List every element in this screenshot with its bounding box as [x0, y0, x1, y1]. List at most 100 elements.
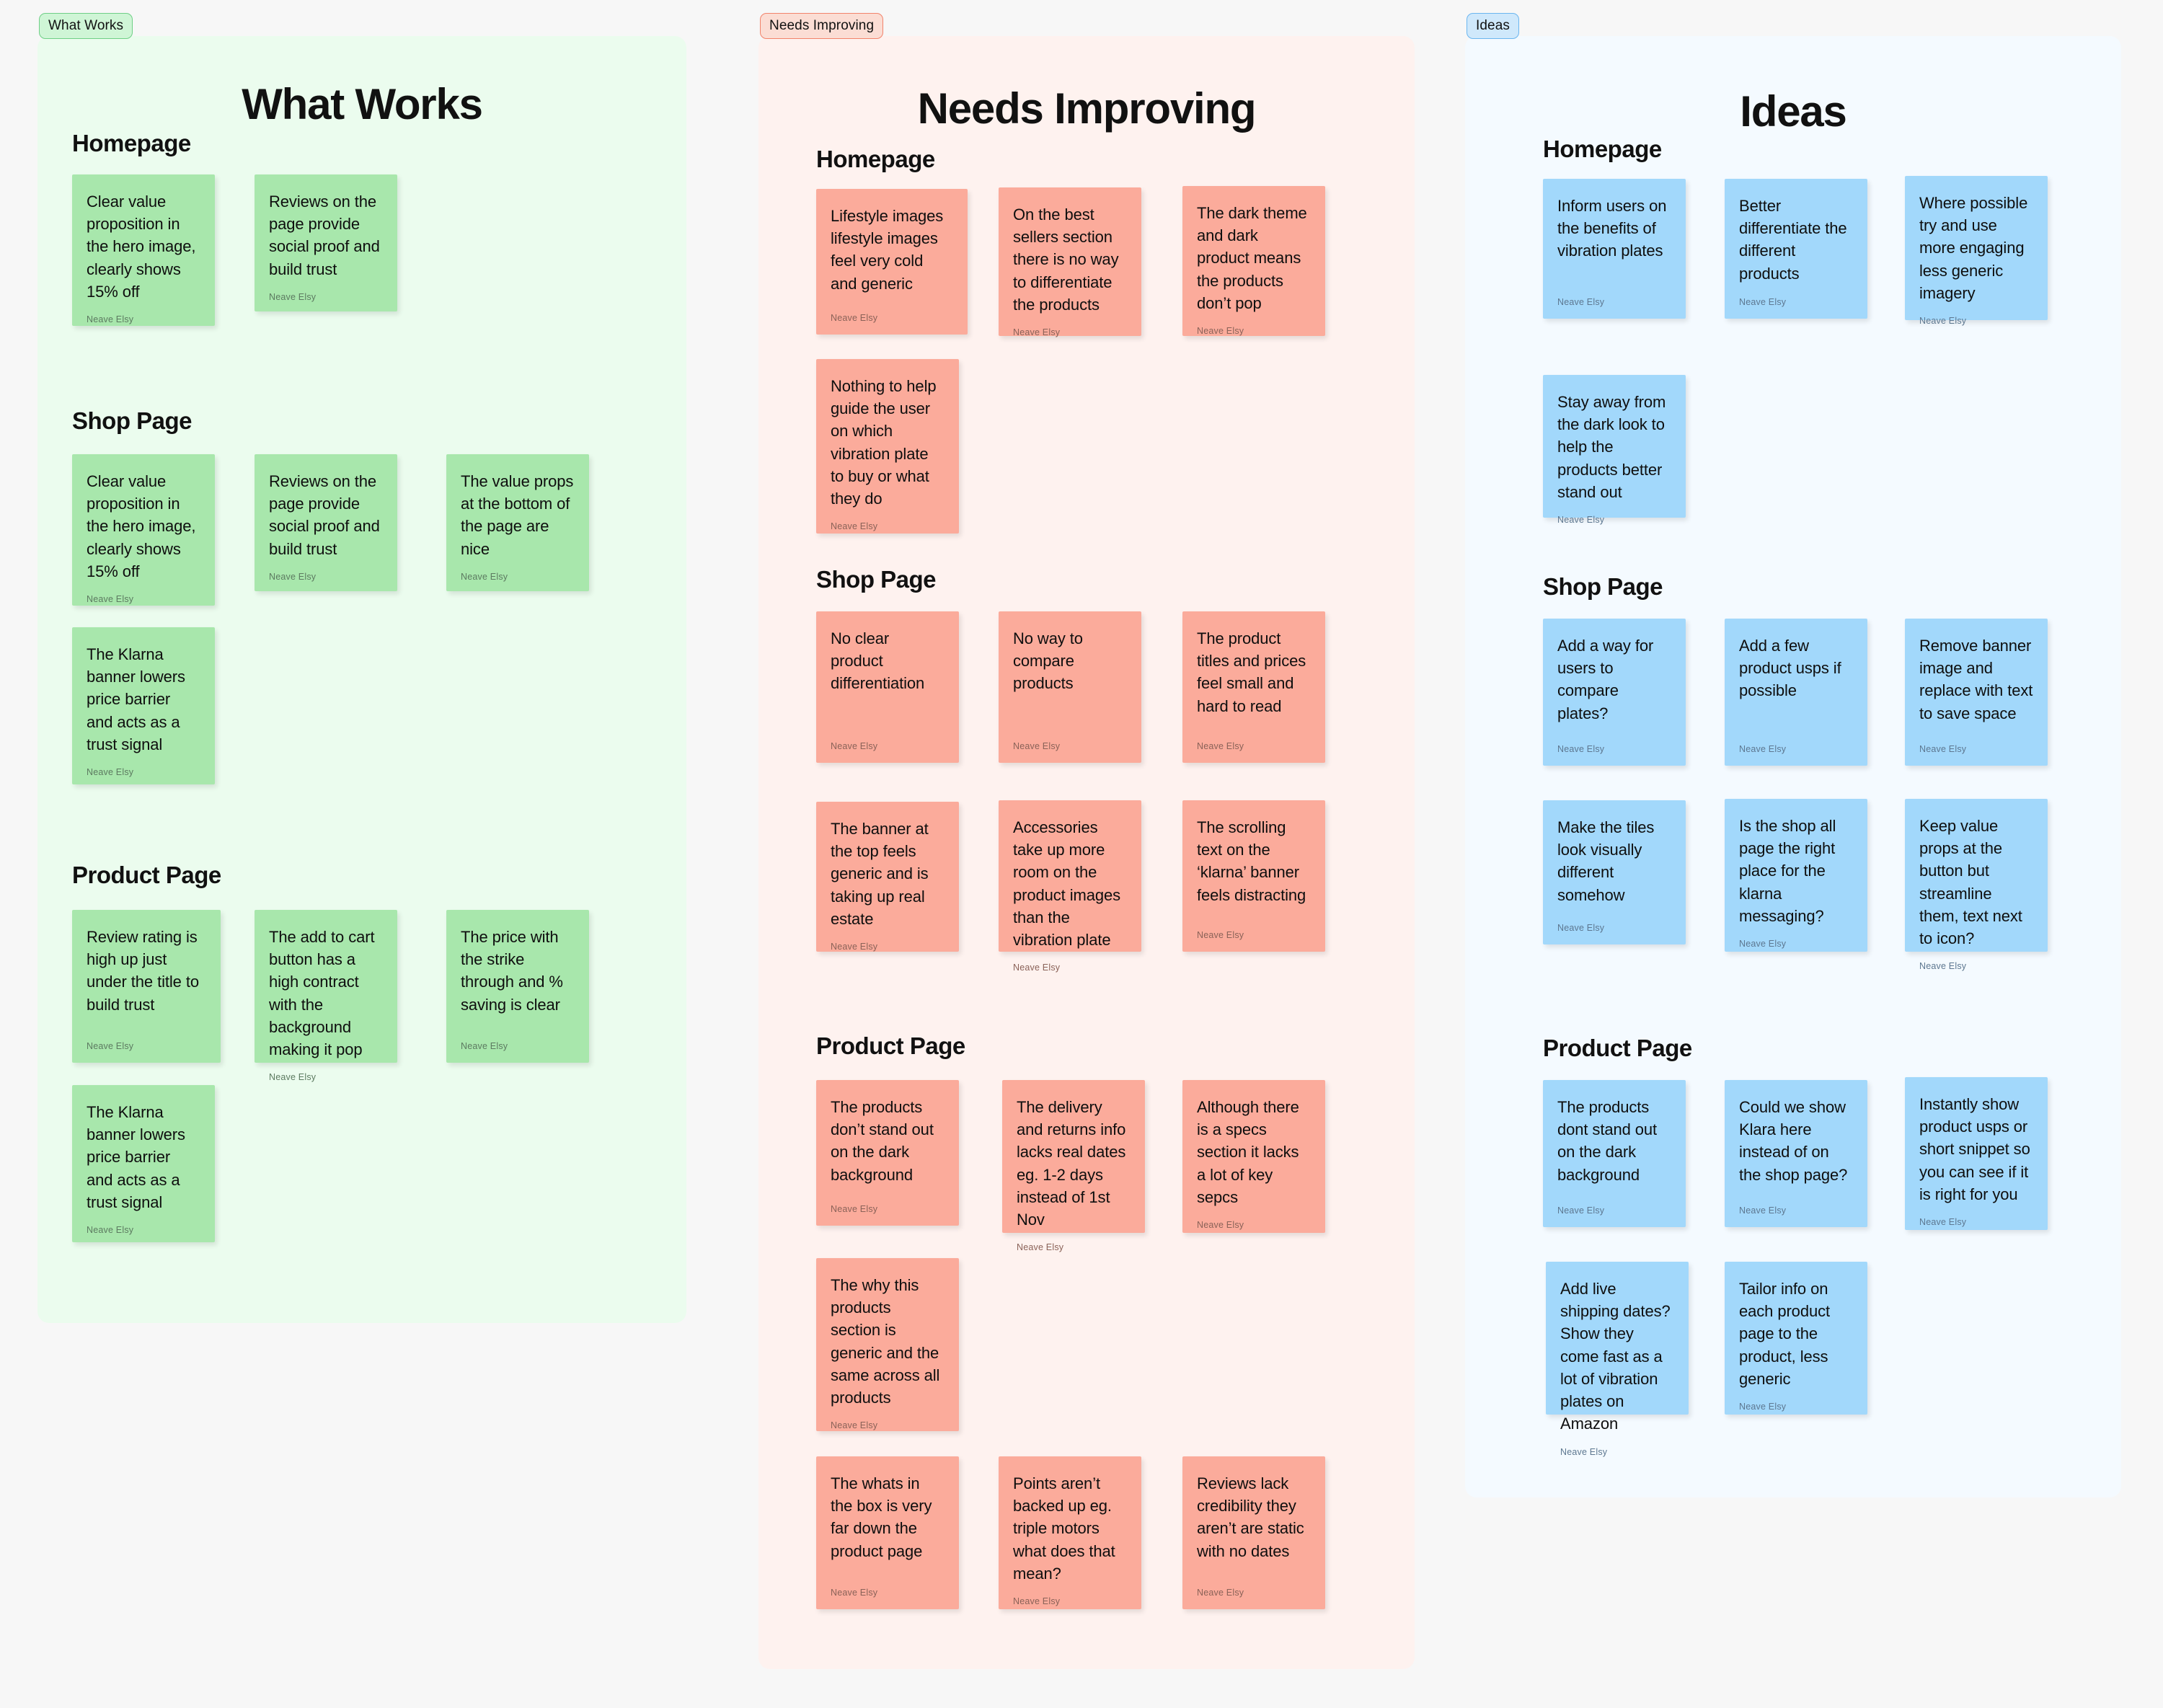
- sticky-note[interactable]: Reviews on the page provide social proof…: [255, 174, 397, 311]
- sticky-note-author: Neave Elsy: [831, 313, 878, 323]
- frame-title-ideas: Ideas: [1740, 87, 1847, 136]
- sticky-note-author: Neave Elsy: [1557, 744, 1605, 754]
- sticky-note-text: Clear value proposition in the hero imag…: [87, 472, 196, 580]
- sticky-note[interactable]: The dark theme and dark product means th…: [1182, 186, 1325, 336]
- sticky-note-text: Accessories take up more room on the pro…: [1013, 818, 1121, 950]
- sticky-note[interactable]: The value props at the bottom of the pag…: [446, 454, 589, 591]
- sticky-note-author: Neave Elsy: [87, 1041, 134, 1051]
- sticky-note-author: Neave Elsy: [1197, 326, 1244, 337]
- sticky-note[interactable]: Keep value props at the button but strea…: [1905, 799, 2048, 971]
- sticky-note-text: Is the shop all page the right place for…: [1739, 817, 1836, 925]
- sticky-note-text: The products don’t stand out on the dark…: [831, 1098, 934, 1184]
- sticky-note-author: Neave Elsy: [831, 942, 878, 952]
- section-heading-homepage: Homepage: [72, 130, 191, 156]
- sticky-note[interactable]: Although there is a specs section it lac…: [1182, 1080, 1325, 1233]
- sticky-note-author: Neave Elsy: [1197, 930, 1244, 940]
- sticky-note[interactable]: Accessories take up more room on the pro…: [999, 800, 1141, 973]
- frame-title-needs-improving: Needs Improving: [917, 84, 1257, 133]
- sticky-note[interactable]: The add to cart button has a high contra…: [255, 910, 397, 1082]
- sticky-note-text: The delivery and returns info lacks real…: [1017, 1098, 1126, 1229]
- sticky-note[interactable]: The whats in the box is very far down th…: [816, 1456, 959, 1609]
- sticky-note[interactable]: The Klarna banner lowers price barrier a…: [72, 1085, 215, 1242]
- sticky-note[interactable]: The products don’t stand out on the dark…: [816, 1080, 959, 1226]
- sticky-note-author: Neave Elsy: [1197, 1220, 1244, 1231]
- sticky-note-text: Where possible try and use more engaging…: [1919, 194, 2028, 302]
- sticky-note[interactable]: Reviews on the page provide social proof…: [255, 454, 397, 591]
- sticky-note[interactable]: Remove banner image and replace with tex…: [1905, 619, 2048, 766]
- sticky-note-author: Neave Elsy: [1739, 1205, 1787, 1216]
- sticky-note[interactable]: No way to compare products Neave Elsy: [999, 611, 1141, 763]
- section-heading-shop-page: Shop Page: [816, 566, 937, 593]
- sticky-note[interactable]: Lifestyle images lifestyle images feel v…: [816, 189, 968, 335]
- sticky-note[interactable]: The why this products section is generic…: [816, 1258, 959, 1431]
- sticky-note[interactable]: The delivery and returns info lacks real…: [1002, 1080, 1145, 1252]
- sticky-note[interactable]: The Klarna banner lowers price barrier a…: [72, 627, 215, 784]
- sticky-note-author: Neave Elsy: [1919, 316, 1967, 327]
- frame-ideas[interactable]: Ideas Ideas Homepage Inform users on the…: [1465, 13, 2121, 1497]
- frame-label-ideas[interactable]: Ideas: [1467, 13, 1519, 39]
- sticky-note-text: Tailor info on each product page to the …: [1739, 1280, 1830, 1388]
- sticky-note[interactable]: Is the shop all page the right place for…: [1725, 799, 1867, 952]
- sticky-note-text: Reviews lack credibility they aren’t are…: [1197, 1474, 1304, 1560]
- sticky-note-author: Neave Elsy: [831, 521, 878, 532]
- sticky-note[interactable]: Better differentiate the different produ…: [1725, 179, 1867, 319]
- sticky-note[interactable]: The products dont stand out on the dark …: [1543, 1080, 1686, 1227]
- sticky-note-author: Neave Elsy: [1017, 1242, 1064, 1253]
- frame-title-what-works: What Works: [242, 80, 483, 128]
- sticky-note[interactable]: Inform users on the benefits of vibratio…: [1543, 179, 1686, 319]
- sticky-note[interactable]: Could we show Klara here instead of on t…: [1725, 1080, 1867, 1227]
- sticky-note[interactable]: Add live shipping dates? Show they come …: [1546, 1262, 1689, 1457]
- sticky-note-author: Neave Elsy: [1919, 961, 1967, 972]
- sticky-note[interactable]: Clear value proposition in the hero imag…: [72, 174, 215, 326]
- sticky-note-text: Points aren’t backed up eg. triple motor…: [1013, 1474, 1115, 1583]
- sticky-note[interactable]: Reviews lack credibility they aren’t are…: [1182, 1456, 1325, 1609]
- sticky-note[interactable]: The banner at the top feels generic and …: [816, 802, 959, 952]
- sticky-note[interactable]: On the best sellers section there is no …: [999, 187, 1141, 338]
- sticky-note-author: Neave Elsy: [87, 314, 134, 325]
- sticky-note-author: Neave Elsy: [1197, 741, 1244, 751]
- sticky-note-text: The price with the strike through and % …: [461, 928, 563, 1014]
- sticky-note[interactable]: Points aren’t backed up eg. triple motor…: [999, 1456, 1141, 1609]
- sticky-note-author: Neave Elsy: [461, 1041, 508, 1051]
- sticky-note[interactable]: Add a few product usps if possible Neave…: [1725, 619, 1867, 766]
- sticky-note-text: Reviews on the page provide social proof…: [269, 472, 380, 558]
- sticky-note-author: Neave Elsy: [1739, 1402, 1787, 1412]
- sticky-note[interactable]: Where possible try and use more engaging…: [1905, 176, 2048, 326]
- section-heading-homepage: Homepage: [816, 146, 935, 172]
- sticky-note-text: No way to compare products: [1013, 629, 1083, 693]
- frame-label-what-works[interactable]: What Works: [39, 13, 133, 39]
- sticky-note-text: Clear value proposition in the hero imag…: [87, 193, 196, 301]
- sticky-note-text: The product titles and prices feel small…: [1197, 629, 1306, 715]
- section-heading-product-page: Product Page: [72, 862, 221, 888]
- sticky-note-text: The why this products section is generic…: [831, 1276, 940, 1407]
- sticky-note-text: The Klarna banner lowers price barrier a…: [87, 645, 185, 753]
- sticky-note[interactable]: Review rating is high up just under the …: [72, 910, 221, 1063]
- sticky-note[interactable]: Nothing to help guide the user on which …: [816, 359, 959, 534]
- sticky-note-text: Keep value props at the button but strea…: [1919, 817, 2022, 948]
- sticky-note[interactable]: No clear product differentiation Neave E…: [816, 611, 959, 763]
- sticky-note[interactable]: Instantly show product usps or short sni…: [1905, 1077, 2048, 1230]
- sticky-note[interactable]: The price with the strike through and % …: [446, 910, 589, 1063]
- sticky-note-author: Neave Elsy: [1739, 939, 1787, 950]
- sticky-note-author: Neave Elsy: [1739, 297, 1787, 307]
- sticky-note[interactable]: Add a way for users to compare plates? N…: [1543, 619, 1686, 766]
- frame-label-needs-improving[interactable]: Needs Improving: [760, 13, 884, 39]
- sticky-note[interactable]: Tailor info on each product page to the …: [1725, 1262, 1867, 1415]
- sticky-note-author: Neave Elsy: [1557, 297, 1605, 307]
- sticky-note[interactable]: Make the tiles look visually different s…: [1543, 800, 1686, 944]
- sticky-note[interactable]: The scrolling text on the ‘klarna’ banne…: [1182, 800, 1325, 952]
- sticky-note[interactable]: The product titles and prices feel small…: [1182, 611, 1325, 763]
- sticky-note-text: Could we show Klara here instead of on t…: [1739, 1098, 1848, 1184]
- sticky-note-text: The whats in the box is very far down th…: [831, 1474, 932, 1560]
- sticky-note-author: Neave Elsy: [1013, 1596, 1061, 1607]
- frame-what-works[interactable]: What Works What Works Homepage Clear val…: [37, 13, 686, 1323]
- sticky-note-author: Neave Elsy: [1557, 923, 1605, 933]
- frame-needs-improving[interactable]: Needs Improving Needs Improving Homepage…: [758, 13, 1415, 1669]
- sticky-note-text: Nothing to help guide the user on which …: [831, 377, 937, 508]
- sticky-note[interactable]: Stay away from the dark look to help the…: [1543, 375, 1686, 525]
- sticky-note[interactable]: Clear value proposition in the hero imag…: [72, 454, 215, 606]
- sticky-note-author: Neave Elsy: [1013, 327, 1061, 338]
- sticky-note-text: Better differentiate the different produ…: [1739, 197, 1847, 283]
- sticky-note-author: Neave Elsy: [831, 1204, 878, 1214]
